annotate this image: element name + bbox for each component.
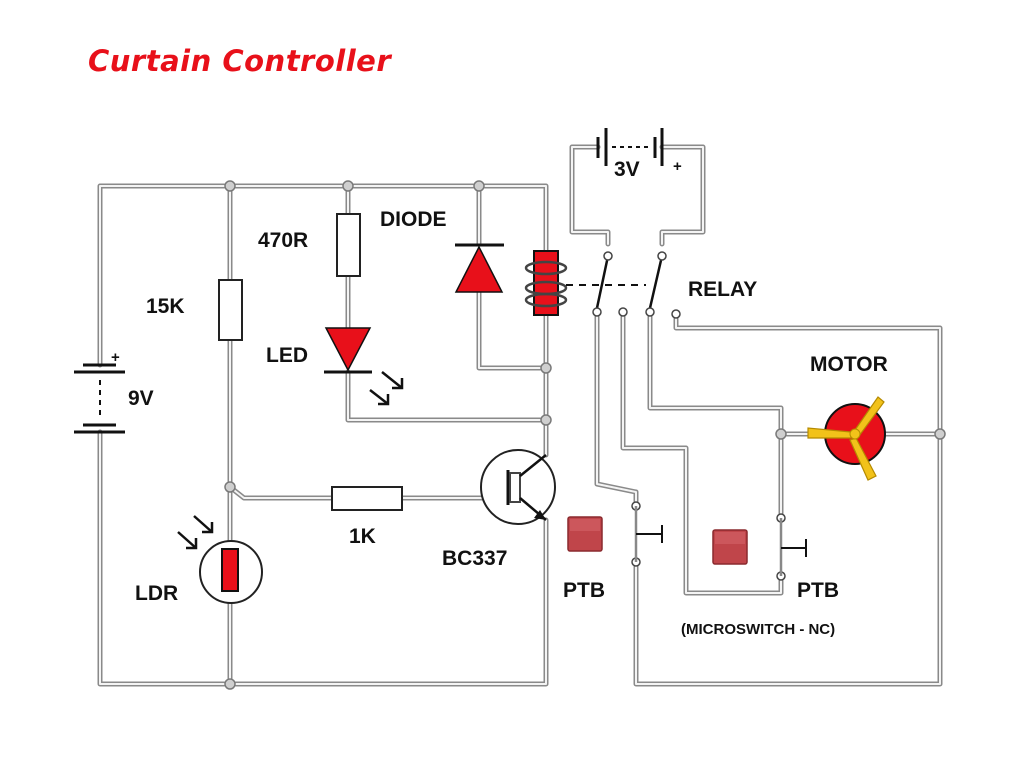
ptb-right-label: PTB <box>797 579 839 602</box>
battery-3v-plus: + <box>673 158 682 175</box>
relay-contacts <box>592 251 681 319</box>
relay-coil-symbol <box>524 250 646 316</box>
transistor-label: BC337 <box>442 547 507 570</box>
ptb-right-switch <box>776 513 807 581</box>
resistor-15k-label: 15K <box>146 295 185 318</box>
ptb-left-label: PTB <box>563 579 605 602</box>
diagram-title: Curtain Controller <box>88 44 392 78</box>
resistor-1k <box>331 486 403 511</box>
resistor-470r <box>336 213 361 277</box>
battery-3v-symbol <box>596 128 664 166</box>
diode-symbol <box>454 243 504 293</box>
relay-label: RELAY <box>688 278 757 301</box>
resistor-470r-label: 470R <box>258 229 308 252</box>
ldr-symbol <box>177 515 263 604</box>
ptb-left-switch <box>631 501 663 567</box>
battery-9v-symbol <box>74 363 125 434</box>
diode-label: DIODE <box>380 208 447 231</box>
resistor-1k-label: 1K <box>349 525 376 548</box>
led-symbol <box>324 327 404 406</box>
junction-dots <box>224 180 946 690</box>
microswitch-label: (MICROSWITCH - NC) <box>681 621 835 638</box>
transistor-bc337-symbol <box>480 449 556 525</box>
battery-3v-label: 3V <box>614 158 640 181</box>
resistor-15k <box>218 279 243 341</box>
led-label: LED <box>266 344 308 367</box>
motor-label: MOTOR <box>810 353 888 376</box>
wires <box>97 144 943 687</box>
motor-symbol <box>807 396 886 481</box>
battery-9v-label: 9V <box>128 387 154 410</box>
battery-9v-plus: + <box>111 349 120 366</box>
ptb-right-button-highlight <box>715 532 745 544</box>
ldr-label: LDR <box>135 582 178 605</box>
ptb-left-button-highlight <box>570 519 600 531</box>
